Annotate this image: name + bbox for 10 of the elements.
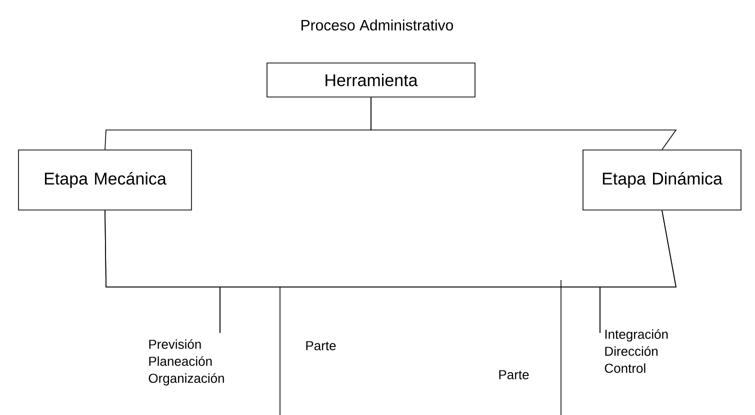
- connector-line: [600, 210, 676, 334]
- process-box: Etapa Mecánica: [18, 150, 192, 210]
- connector-line: [370, 97, 677, 150]
- process-box: Herramienta: [266, 62, 476, 98]
- list-text: Integración Dirección Control: [604, 329, 668, 373]
- part-label: Parte: [306, 341, 336, 350]
- process-box: Etapa Dinámica: [582, 150, 742, 210]
- title: Proceso Administrativo: [302, 20, 454, 30]
- list-text: Previsión Planeación Organización: [148, 339, 224, 386]
- part-label: Parte: [499, 370, 529, 380]
